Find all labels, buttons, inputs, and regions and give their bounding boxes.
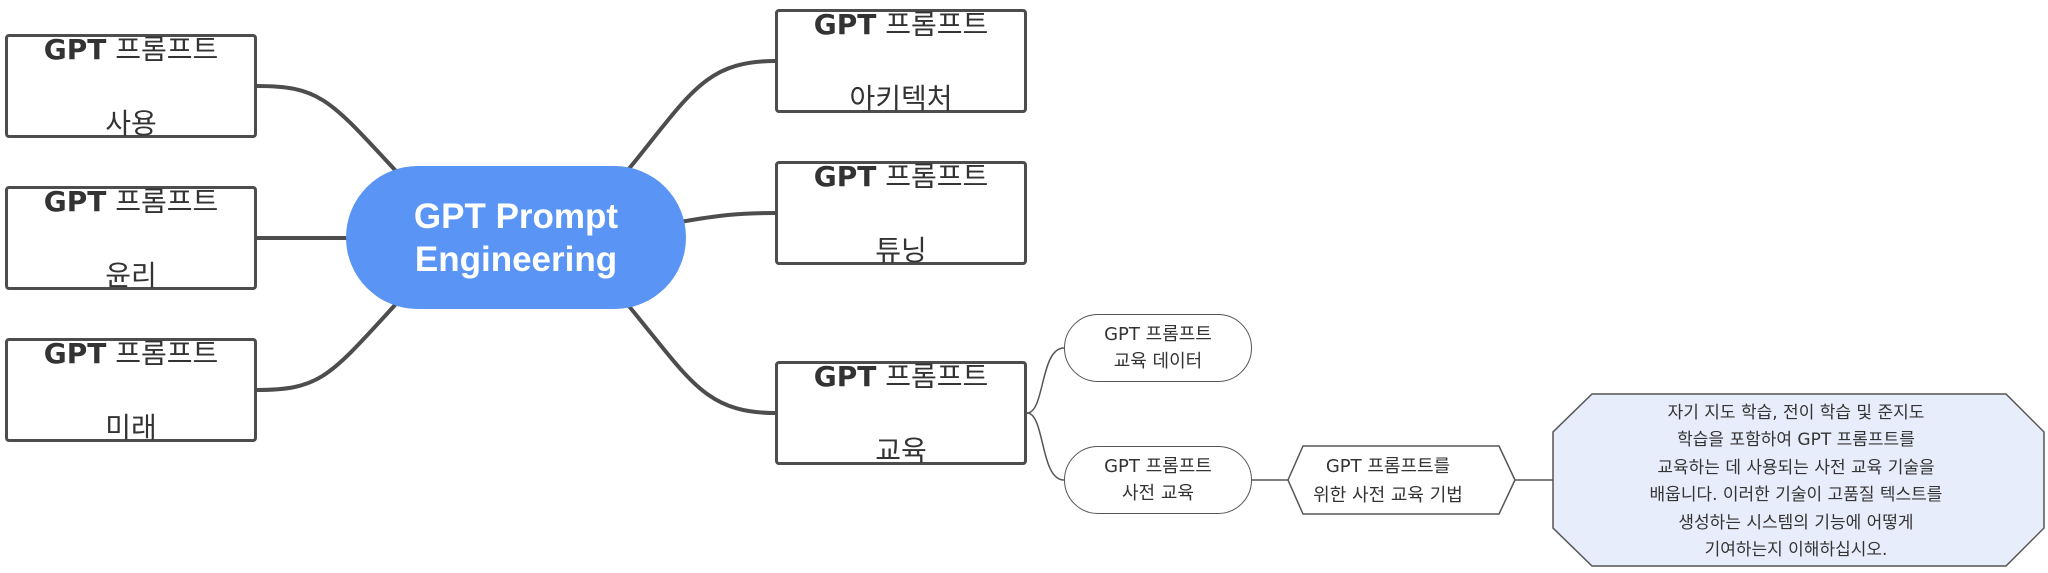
branch-usage-rest: 프롬프트 bbox=[106, 32, 219, 66]
subtopic-training-data-label: GPT 프롬프트 교육 데이터 bbox=[1104, 324, 1212, 372]
connector-pretraining bbox=[1026, 412, 1065, 481]
central-topic[interactable]: GPT Prompt Engineering bbox=[346, 166, 686, 309]
branch-ethics-bold: GPT bbox=[43, 184, 107, 218]
connector-future bbox=[255, 303, 397, 392]
central-topic-label: GPT Prompt Engineering bbox=[413, 196, 619, 279]
branch-education[interactable]: GPT 프롬프트 교육 bbox=[775, 359, 1027, 467]
branch-future[interactable]: GPT 프롬프트 미래 bbox=[5, 336, 257, 444]
branch-future-bold: GPT bbox=[43, 336, 107, 370]
branch-tuning-rest: 프롬프트 bbox=[876, 159, 989, 193]
branch-tuning-bold: GPT bbox=[813, 159, 877, 193]
branch-future-rest: 프롬프트 bbox=[106, 336, 219, 370]
branch-architecture[interactable]: GPT 프롬프트 아키텍처 bbox=[775, 7, 1027, 115]
connector-usage bbox=[255, 84, 397, 172]
branch-future-line2: 미래 bbox=[105, 410, 157, 444]
description-octagon bbox=[1552, 393, 2045, 567]
connector-architecture bbox=[626, 59, 777, 172]
description-text: 자기 지도 학습, 전이 학습 및 준지도 학습을 포함하여 GPT 프롬프트를… bbox=[1649, 402, 1943, 561]
connector-tuning bbox=[678, 211, 777, 224]
branch-ethics-line2: 윤리 bbox=[105, 258, 157, 292]
subtopic-pretraining[interactable]: GPT 프롬프트 사전 교육 bbox=[1064, 446, 1252, 514]
branch-education-bold: GPT bbox=[813, 359, 877, 393]
branch-usage-bold: GPT bbox=[43, 32, 107, 66]
pretraining-method-node[interactable]: GPT 프롬프트를 위한 사전 교육 기법 bbox=[1288, 448, 1488, 514]
branch-usage[interactable]: GPT 프롬프트 사용 bbox=[5, 32, 257, 140]
branch-tuning-line2: 튜닝 bbox=[875, 233, 927, 267]
connector-education bbox=[626, 303, 777, 415]
branch-ethics[interactable]: GPT 프롬프트 윤리 bbox=[5, 184, 257, 292]
connector-training-data bbox=[1026, 347, 1065, 414]
branch-ethics-rest: 프롬프트 bbox=[106, 184, 219, 218]
pretraining-method-label: GPT 프롬프트를 위한 사전 교육 기법 bbox=[1313, 456, 1463, 506]
branch-education-line2: 교육 bbox=[875, 433, 927, 467]
branch-architecture-bold: GPT bbox=[813, 7, 877, 41]
subtopic-pretraining-label: GPT 프롬프트 사전 교육 bbox=[1104, 456, 1212, 504]
branch-architecture-rest: 프롬프트 bbox=[876, 7, 989, 41]
branch-tuning[interactable]: GPT 프롬프트 튜닝 bbox=[775, 159, 1027, 267]
branch-education-rest: 프롬프트 bbox=[876, 359, 989, 393]
branch-usage-line2: 사용 bbox=[105, 106, 157, 140]
subtopic-training-data[interactable]: GPT 프롬프트 교육 데이터 bbox=[1064, 314, 1252, 382]
method-hexagon bbox=[1287, 445, 1516, 515]
branch-architecture-line2: 아키텍처 bbox=[849, 81, 953, 115]
description-node[interactable]: 자기 지도 학습, 전이 학습 및 준지도 학습을 포함하여 GPT 프롬프트를… bbox=[1556, 398, 2036, 566]
